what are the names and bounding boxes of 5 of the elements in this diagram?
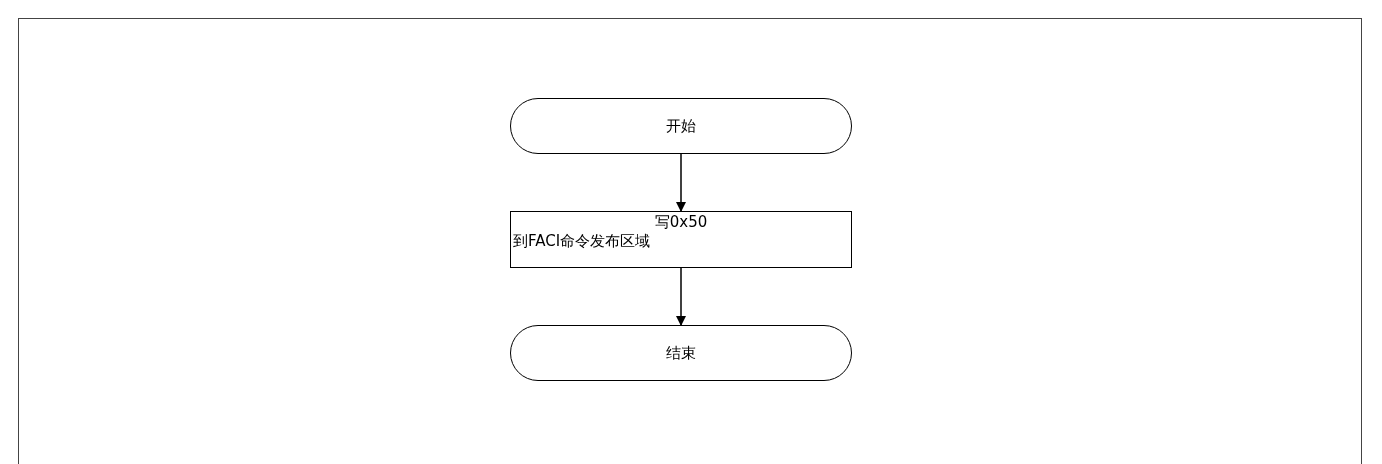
arrow bbox=[676, 153, 686, 212]
terminal-box: 开始 bbox=[510, 98, 852, 154]
terminal-box: 结束 bbox=[510, 325, 852, 381]
process-box: 写0x50 到FACI命令发布区域 bbox=[510, 211, 852, 268]
arrow bbox=[676, 267, 686, 326]
